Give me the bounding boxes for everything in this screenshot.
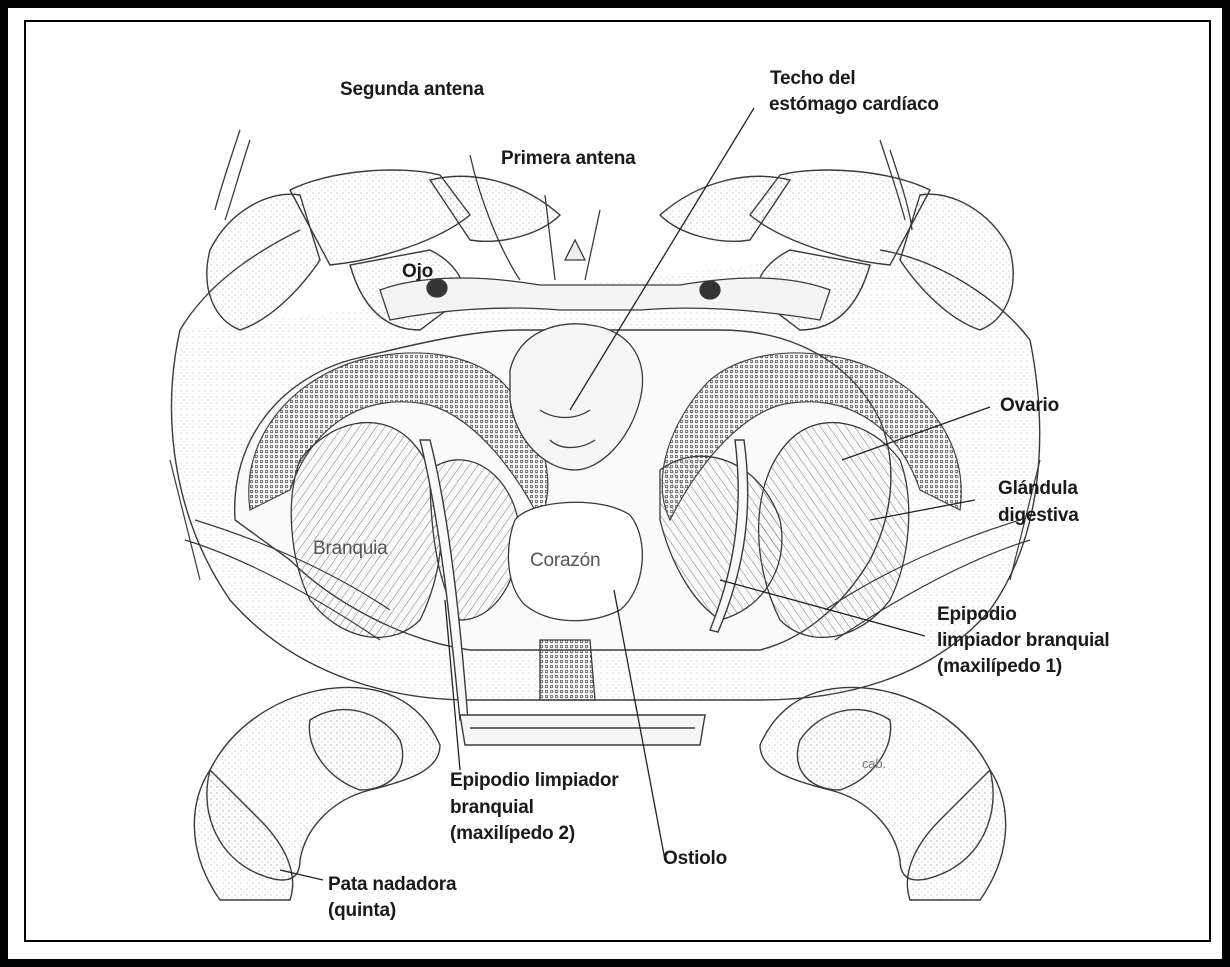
label-primera-antena: Primera antena	[501, 148, 636, 170]
label-segunda-antena: Segunda antena	[340, 79, 484, 101]
label-ovario: Ovario	[1000, 395, 1059, 417]
label-techo-line2: estómago cardíaco	[769, 94, 939, 116]
label-epipodio2-line1: Epipodio limpiador	[450, 770, 618, 792]
sternal-bar	[460, 715, 705, 745]
label-pata-line1: Pata nadadora	[328, 874, 456, 896]
label-glandula-line1: Glándula	[998, 478, 1078, 500]
label-epipodio2-line2: branquial	[450, 797, 534, 819]
label-epipodio1-line2: limpiador branquial	[937, 630, 1110, 652]
artist-signature: cab.	[862, 753, 886, 775]
label-glandula-line2: digestiva	[998, 505, 1079, 527]
label-epipodio2-line3: (maxilípedo 2)	[450, 823, 575, 845]
label-epipodio1-line1: Epipodio	[937, 604, 1017, 626]
label-techo-line1: Techo del	[770, 68, 855, 90]
label-corazon: Corazón	[530, 550, 600, 572]
label-branquia: Branquia	[313, 538, 387, 560]
label-ojo: Ojo	[402, 261, 433, 283]
label-epipodio1-line3: (maxilípedo 1)	[937, 656, 1062, 678]
eye-region	[380, 240, 830, 320]
label-pata-line2: (quinta)	[328, 900, 396, 922]
label-ostiolo: Ostiolo	[663, 848, 727, 870]
